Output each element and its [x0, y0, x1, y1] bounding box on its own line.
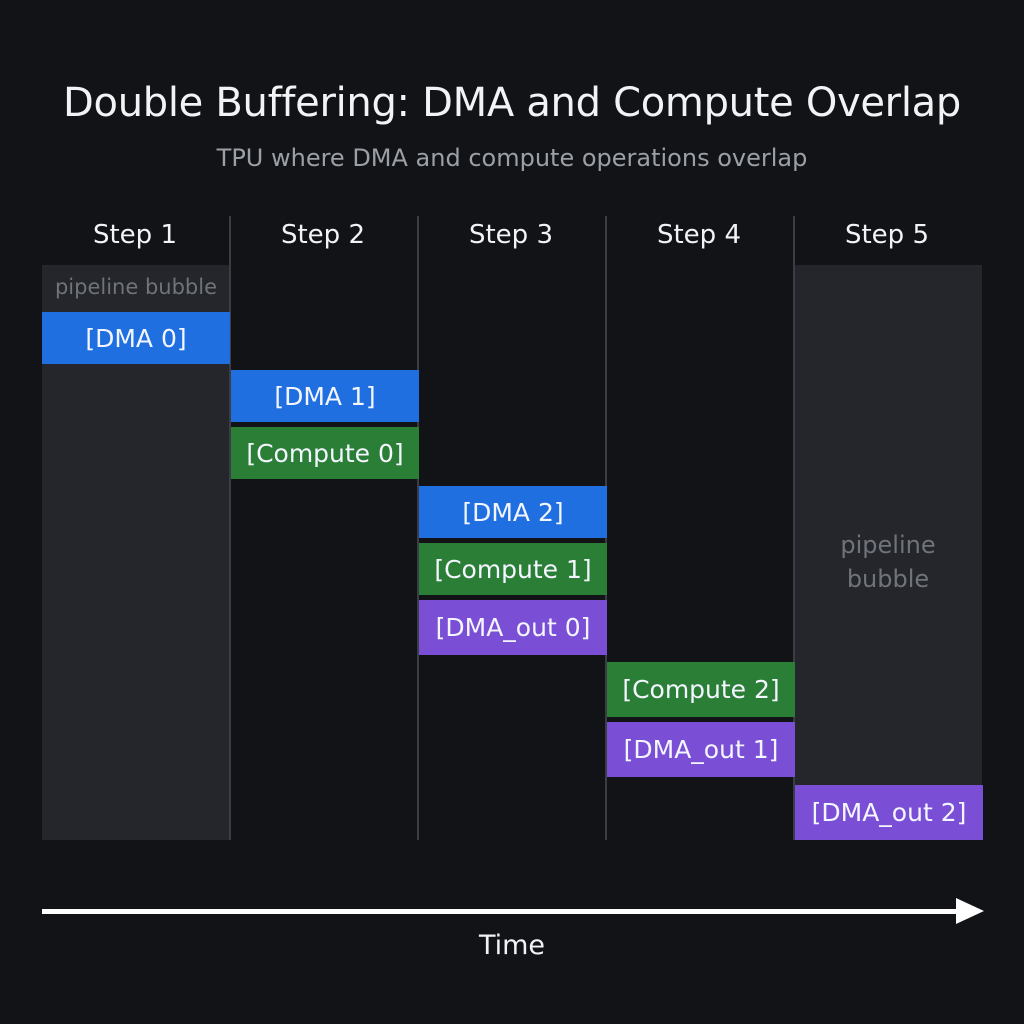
step-2-label: Step 2 — [280, 220, 365, 250]
time-axis-line — [42, 909, 960, 914]
dma-0-block: [DMA 0] — [42, 312, 230, 364]
step-5-label: Step 5 — [844, 220, 929, 250]
dma-1-block: [DMA 1] — [231, 370, 419, 422]
dma-2-block: [DMA 2] — [419, 486, 607, 538]
column-divider-2 — [417, 216, 419, 840]
step-3-label: Step 3 — [468, 220, 553, 250]
column-divider-1 — [229, 216, 231, 840]
pipeline-bubble-label-step1: pipeline bubble — [54, 275, 218, 299]
dma-out-2-block: [DMA_out 2] — [795, 785, 983, 840]
compute-2-block: [Compute 2] — [607, 662, 795, 717]
compute-1-block: [Compute 1] — [419, 543, 607, 595]
step-4-label: Step 4 — [656, 220, 741, 250]
pipeline-bubble-label-step5: pipeline bubble — [834, 528, 942, 596]
time-axis-label: Time — [478, 930, 546, 961]
compute-0-block: [Compute 0] — [231, 427, 419, 479]
time-axis-arrowhead-icon — [956, 898, 984, 924]
diagram-subtitle: TPU where DMA and compute operations ove… — [216, 144, 808, 172]
column-divider-4 — [793, 216, 795, 840]
dma-out-1-block: [DMA_out 1] — [607, 722, 795, 777]
pipeline-bubble-step5 — [794, 265, 982, 840]
pipeline-bubble-label-step5-text: pipeline bubble — [840, 531, 936, 593]
dma-out-0-block: [DMA_out 0] — [419, 600, 607, 655]
diagram-title: Double Buffering: DMA and Compute Overla… — [63, 80, 961, 126]
step-1-label: Step 1 — [92, 220, 177, 250]
